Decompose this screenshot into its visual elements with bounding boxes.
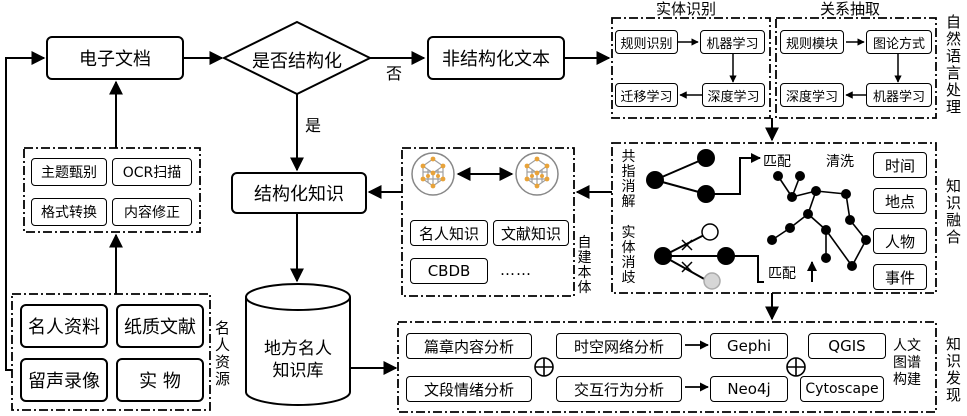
entity-deep-learning: 深度学习: [702, 83, 765, 107]
entity-transfer-learning: 迁移学习: [615, 83, 678, 107]
category-person: 人物: [873, 228, 927, 254]
preprocess-content-fix: 内容修正: [112, 198, 192, 226]
discovery-frame: [397, 321, 937, 413]
clean-label: 清洗: [826, 154, 854, 170]
yes-label: 是: [305, 116, 322, 135]
no-label: 否: [386, 64, 403, 83]
relation-extraction-title: 关系抽取: [820, 0, 881, 18]
ontology-network-icon-left: [411, 152, 455, 196]
ontology-cbdb: CBDB: [410, 258, 488, 284]
arrow-resources-to-doc: [5, 51, 46, 371]
match-label-top: 匹配: [763, 154, 791, 170]
tool-gephi: Gephi: [710, 333, 788, 359]
resources-frame: [11, 293, 211, 411]
preprocess-topic-screening: 主题甄别: [31, 158, 107, 186]
relation-machine-learning: 机器学习: [866, 83, 932, 107]
plus-circle-icon-left: [534, 357, 554, 377]
discovery-label: 知识发现: [946, 335, 962, 404]
is-structured-label: 是否结构化: [252, 51, 342, 72]
relation-rule-module: 规则模块: [780, 30, 844, 54]
tool-cytoscape: Cytoscape: [800, 376, 884, 402]
ontology-more: ……: [500, 261, 532, 279]
relation-extraction-frame: [775, 17, 937, 119]
relation-deep-learning: 深度学习: [780, 83, 844, 107]
entity-machine-learning: 机器学习: [700, 30, 765, 54]
ontology-network-icon-right: [515, 152, 559, 196]
resource-celebrity-data: 名人资料: [20, 304, 108, 348]
resource-audio-video: 留声录像: [20, 358, 108, 402]
humanities-graph-build-label: 人文图谱构建: [893, 338, 921, 388]
preprocess-format-convert: 格式转换: [31, 198, 107, 226]
ontology-literature-knowledge: 文献知识: [493, 220, 569, 246]
preprocess-ocr-scan: OCR扫描: [112, 158, 192, 186]
analysis-paragraph-sentiment: 文段情绪分析: [406, 376, 532, 402]
tool-neo4j: Neo4j: [710, 376, 788, 402]
unstructured-text-box: 非结构化文本: [427, 36, 565, 80]
entity-rule-recognition: 规则识别: [615, 30, 678, 54]
ontology-celebrity-knowledge: 名人知识: [410, 220, 488, 246]
resource-artifacts: 实 物: [116, 358, 204, 402]
analysis-spatiotemporal-network: 时空网络分析: [556, 333, 682, 359]
plus-circle-icon-right: [786, 357, 806, 377]
coreference-resolution-label: 共指消解: [621, 149, 636, 210]
category-event: 事件: [873, 264, 927, 290]
electronic-document-box: 电子文档: [46, 36, 184, 80]
knowledge-base-label: 地方名人 知识库: [264, 339, 332, 381]
knowledge-base-cylinder: [245, 283, 351, 406]
entity-disambiguation-label: 实体消歧: [621, 225, 636, 286]
match-label-bottom: 匹配: [768, 266, 796, 282]
analysis-interaction-behavior: 交互行为分析: [556, 376, 682, 402]
ontology-label: 自建本体: [577, 235, 592, 296]
category-place: 地点: [873, 188, 927, 214]
ontology-frame: [401, 147, 575, 297]
tool-qgis: QGIS: [808, 333, 886, 359]
resources-label: 名人资源: [215, 319, 231, 388]
entity-recognition-title: 实体识别: [656, 0, 717, 18]
relation-graph-method: 图论方式: [866, 30, 932, 54]
resource-paper-literature: 纸质文献: [116, 304, 204, 348]
fusion-frame: [611, 142, 937, 294]
analysis-chapter-content: 篇章内容分析: [406, 333, 532, 359]
fusion-label: 知识融合: [946, 177, 962, 246]
fusion-graph: [646, 149, 871, 290]
category-time: 时间: [873, 152, 927, 178]
preprocess-frame: [23, 147, 201, 233]
structured-knowledge-box: 结构化知识: [231, 172, 367, 214]
entity-recognition-frame: [611, 17, 771, 119]
nlp-label: 自然语言处理: [946, 13, 962, 116]
